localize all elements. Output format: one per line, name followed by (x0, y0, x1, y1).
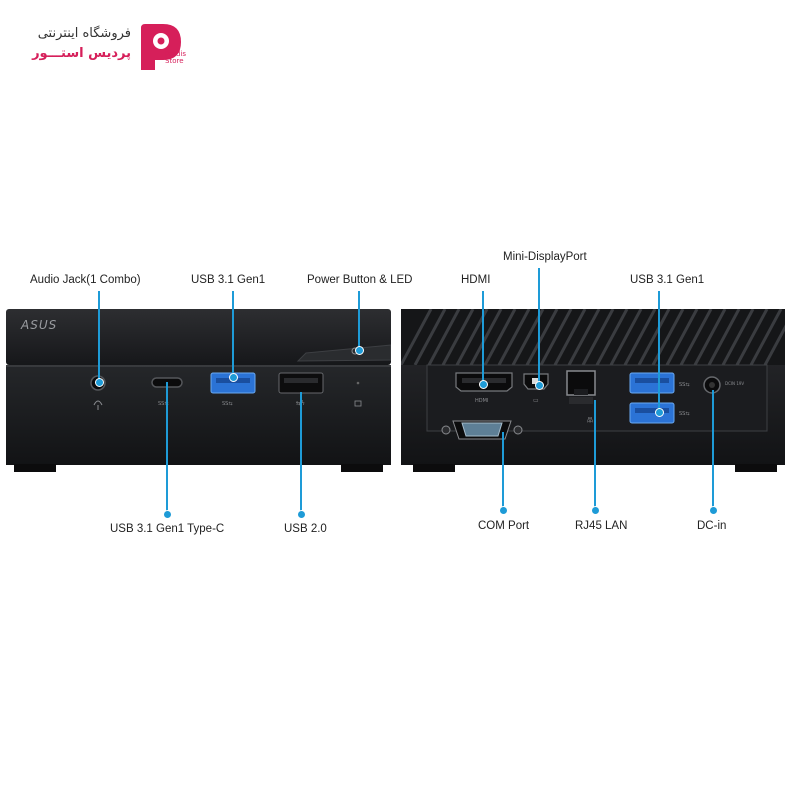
usb31-rear-leader (658, 291, 660, 411)
pardis-logo-icon (141, 24, 181, 70)
mini-dp-dot (535, 381, 544, 390)
usb20-label: USB 2.0 (284, 523, 327, 535)
store-logo[interactable]: فروشگاه اینترنتی پردیس استـــور Pardis S… (14, 22, 189, 72)
logo-text-line1: فروشگاه اینترنتی (37, 26, 131, 41)
front-chassis-face (6, 365, 391, 465)
displayport-icon: ▭ (533, 397, 539, 404)
usb-typec-leader (166, 382, 168, 514)
usb-ss-icon: SS⇆ (679, 411, 690, 417)
logo-english-line2: Store (165, 57, 184, 65)
asus-logo: ASUS (20, 318, 57, 332)
usb31-front-leader (232, 291, 234, 376)
usb-ss-icon: SS⇆ (679, 382, 690, 388)
usb-typec-label: USB 3.1 Gen1 Type-C (110, 523, 225, 535)
rj45-dot (591, 506, 600, 515)
usb20-leader (300, 392, 302, 514)
front-chassis-top (6, 309, 391, 365)
rear-panel-image: HDMI ▭ 品 SS⇆ SS⇆ DCIN 19V (401, 309, 785, 472)
com-port-leader (502, 432, 504, 510)
hdmi-port-text: HDMI (475, 398, 488, 404)
com-port (461, 422, 503, 437)
audio-jack-leader (98, 291, 100, 381)
dc-in-leader (712, 390, 714, 510)
headphone-icon (93, 400, 103, 410)
power-button-leader (358, 291, 360, 349)
dc-in-label: DC-in (697, 520, 727, 532)
audio-jack-dot (95, 378, 104, 387)
dcin-port-text: DCIN 19V (725, 381, 744, 386)
usb31-rear-label: USB 3.1 Gen1 (630, 274, 705, 286)
logo-english: Pardis Store (165, 51, 187, 65)
network-icon: 品 (587, 417, 593, 424)
dc-in-dot (709, 506, 718, 515)
usb31-front-label: USB 3.1 Gen1 (191, 274, 266, 286)
hdmi-label: HDMI (461, 274, 491, 286)
usb-typec-dot (163, 510, 172, 519)
hdmi-dot (479, 380, 488, 389)
mini-dp-label: Mini-DisplayPort (503, 251, 587, 263)
power-button-label: Power Button & LED (307, 274, 413, 286)
power-button-dot (355, 346, 364, 355)
rj45-label: RJ45 LAN (575, 520, 628, 532)
audio-jack-label: Audio Jack(1 Combo) (30, 274, 141, 286)
front-panel-image: ASUS SS⇆ SS⇆ ⇆ϟ (6, 309, 391, 472)
hdmi-leader (482, 291, 484, 383)
com-port-dot (499, 506, 508, 515)
logo-text-line2: پردیس استـــور (32, 46, 131, 61)
logo-english-line1: Pardis (165, 50, 186, 58)
rj45-leader (594, 400, 596, 510)
usb-ss-icon: SS⇆ (222, 401, 233, 407)
usb31-front-dot (229, 373, 238, 382)
usb20-dot (297, 510, 306, 519)
lock-icon (354, 400, 362, 407)
com-port-label: COM Port (478, 520, 530, 532)
usb31-rear-dot (655, 408, 664, 417)
usb-ss-icon: SS⇆ (158, 401, 169, 407)
mini-dp-leader (538, 268, 540, 384)
